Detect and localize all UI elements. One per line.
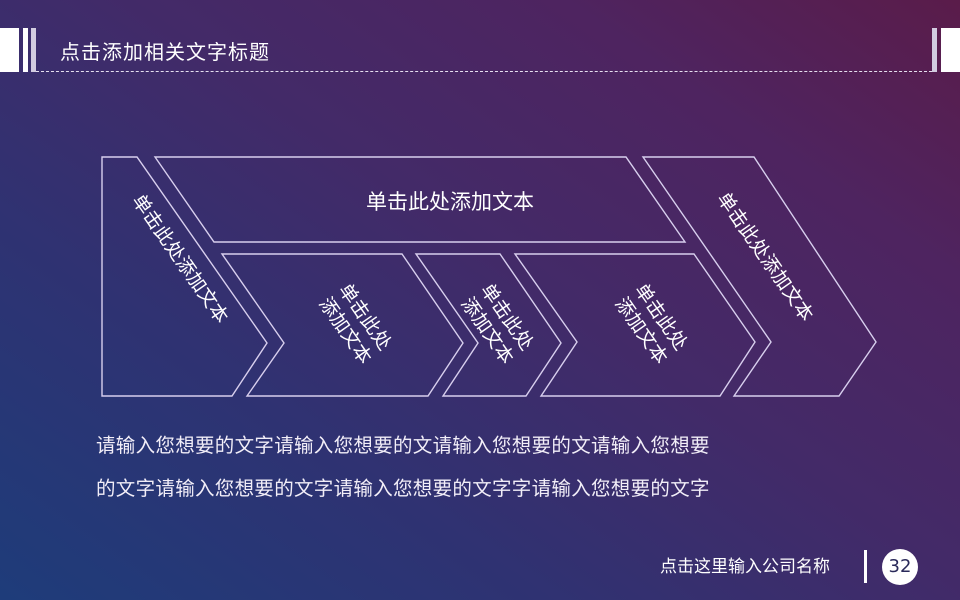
company-name[interactable]: 点击这里输入公司名称 (660, 557, 830, 577)
middle-chevron-1-shape[interactable] (220, 253, 464, 397)
middle-chevron-3-shape[interactable] (513, 253, 756, 397)
footer-divider (864, 550, 867, 583)
header-right-bar-light (932, 28, 937, 72)
top-banner-label[interactable]: 单击此处添加文本 (366, 190, 534, 214)
right-chevron-shape[interactable] (641, 156, 877, 397)
slide-title[interactable]: 点击添加相关文字标题 (60, 40, 270, 64)
header-left-block (0, 28, 19, 72)
header-left-bar (23, 28, 28, 72)
middle-chevron-2-shape[interactable] (414, 253, 562, 397)
left-chevron-shape[interactable] (101, 156, 268, 397)
page-number-badge: 32 (882, 549, 918, 585)
header-left-bar-light (31, 28, 36, 72)
header-dashed-divider (36, 71, 932, 72)
top-banner-shape[interactable] (153, 156, 687, 243)
body-line-2: 的文字请输入您想要的文字请输入您想要的文字字请输入您想要的文字 (96, 477, 710, 500)
body-line-1: 请输入您想要的文字请输入您想要的文请输入您想要的文请输入您想要 (96, 434, 710, 457)
header-right-block (941, 28, 960, 72)
body-paragraph[interactable]: 请输入您想要的文字请输入您想要的文请输入您想要的文请输入您想要 的文字请输入您想… (96, 424, 856, 510)
